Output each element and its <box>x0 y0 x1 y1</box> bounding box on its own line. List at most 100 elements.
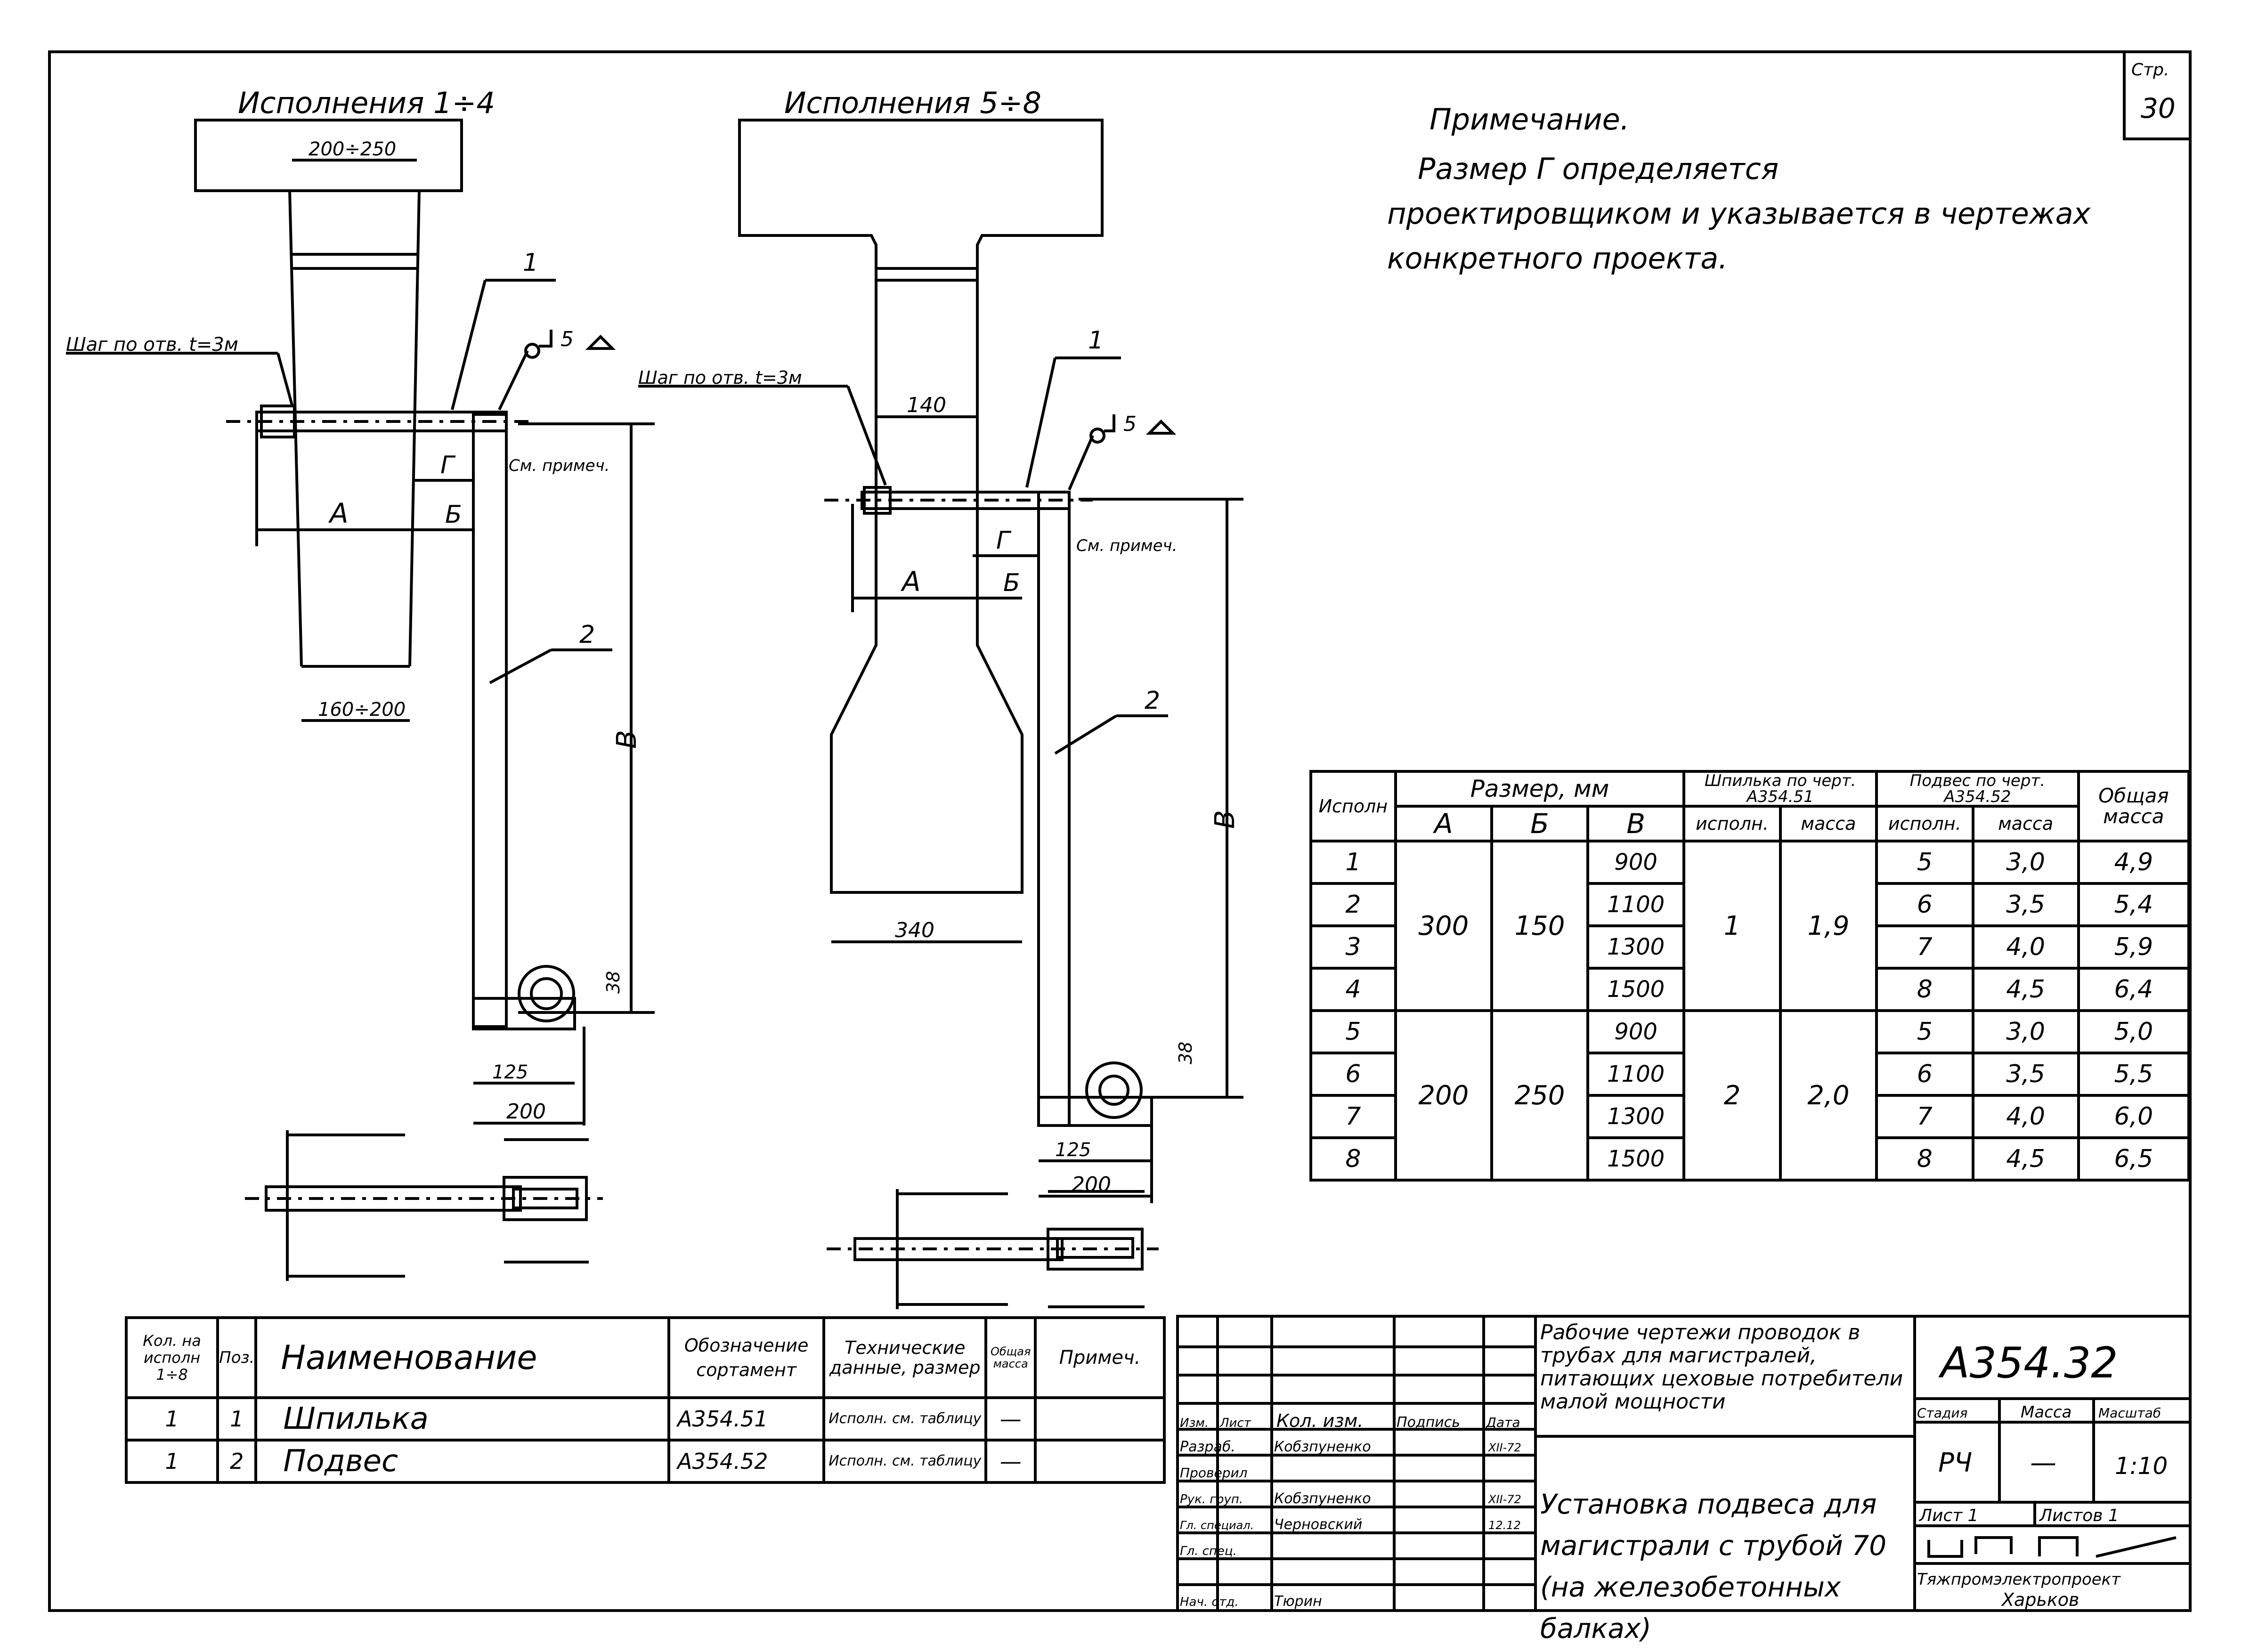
row-h-isp: 5 <box>1875 1009 1974 1054</box>
tb-h-scale: Масштаб <box>2098 1405 2161 1421</box>
tb-role-5: Гл. спец. <box>1180 1544 1237 1558</box>
note-line2: проектировщиком и указывается в чертежах <box>1387 196 2091 231</box>
tb-role-2: Проверил <box>1180 1465 1248 1481</box>
right-pos1-label: 1 <box>1088 326 1104 355</box>
row-total: 6,0 <box>2077 1094 2191 1139</box>
row-h-isp: 8 <box>1875 1136 1974 1182</box>
note-line3: конкретного проекта. <box>1387 241 1728 275</box>
size-table-h-b: Б <box>1490 805 1589 842</box>
left-weld-label: 5 <box>560 327 574 351</box>
left-dim-g: Г <box>440 451 456 479</box>
size-table-h-stud-isp: исполн. <box>1682 805 1782 842</box>
spec-h-tech: Технические данные, размер <box>822 1316 988 1399</box>
group2-stud-isp: 2 <box>1682 1009 1782 1182</box>
right-weld-label: 5 <box>1123 412 1137 436</box>
tb-org-line1: Тяжпромэлектропроект <box>1917 1570 2121 1589</box>
row-h-isp: 8 <box>1875 967 1974 1012</box>
row-isp: 6 <box>1309 1052 1397 1097</box>
tb-sheets: Листов 1 <box>2039 1506 2119 1525</box>
left-pitch-label: Шаг по отв. t=3м <box>66 334 238 356</box>
size-table-h-total: Общая масса <box>2077 770 2191 842</box>
tb-h-izm: Изм. <box>1180 1416 1209 1430</box>
row-isp: 3 <box>1309 924 1397 970</box>
size-table-h-a: А <box>1394 805 1493 842</box>
spec-mass: — <box>984 1439 1037 1484</box>
row-h-mass: 3,0 <box>1971 1009 2080 1054</box>
row-total: 6,5 <box>2077 1136 2191 1182</box>
table-row: 4 1500 8 4,5 6,4 <box>1309 967 2191 1012</box>
right-dim-v: В <box>1209 810 1241 829</box>
tb-h-stage: Стадия <box>1917 1405 1967 1421</box>
spec-pos: 1 <box>216 1396 258 1441</box>
tb-name-1: Кобзпуненко <box>1274 1439 1371 1455</box>
tb-scale: 1:10 <box>2115 1452 2168 1480</box>
group2-stud-mass: 2,0 <box>1779 1009 1878 1182</box>
size-table-h-stud-mass: масса <box>1779 805 1878 842</box>
spec-note <box>1034 1439 1166 1484</box>
tb-h-mass: Масса <box>2021 1403 2071 1422</box>
row-isp: 5 <box>1309 1009 1397 1054</box>
left-dim-200: 200 <box>506 1100 546 1124</box>
tb-role-4: Гл. специал. <box>1180 1519 1254 1532</box>
right-view-geometry <box>638 119 1243 1309</box>
tb-name-3: Кобзпуненко <box>1274 1490 1371 1507</box>
row-v: 1100 <box>1586 882 1686 927</box>
size-table-h-stud: Шпилька по черт. А354.51 <box>1682 770 1878 808</box>
left-dim-bottom: 160÷200 <box>318 699 406 721</box>
table-row: 1 300 150 900 1 1,9 5 3,0 4,9 <box>1309 840 2191 1012</box>
page-number-box <box>2123 50 2192 140</box>
row-v: 1500 <box>1586 967 1686 1012</box>
left-view-geometry <box>66 119 655 1281</box>
tb-name-4: Черновский <box>1274 1516 1362 1533</box>
drawing-frame <box>48 50 2192 1612</box>
row-h-isp: 6 <box>1875 1052 1974 1097</box>
table-row: 3 1300 7 4,0 5,9 <box>1309 924 2191 970</box>
row-v: 1300 <box>1586 924 1686 970</box>
row-total: 6,4 <box>2077 967 2191 1012</box>
spec-h-qty: Кол. на исполн 1÷8 <box>124 1316 219 1399</box>
right-pitch-label: Шаг по отв. t=3м <box>638 367 802 388</box>
spec-table: Кол. на исполн 1÷8 Поз. Наименование Обо… <box>124 1316 1166 1484</box>
spec-name: Подвес <box>254 1439 671 1484</box>
group1-stud-isp: 1 <box>1682 840 1782 1012</box>
spec-designation: А354.52 <box>667 1439 826 1484</box>
group1-b: 150 <box>1490 840 1589 1012</box>
row-total: 5,5 <box>2077 1052 2191 1097</box>
row-h-mass: 3,5 <box>1971 1052 2080 1097</box>
table-row: 8 1500 8 4,5 6,5 <box>1309 1136 2191 1182</box>
row-h-mass: 3,0 <box>1971 840 2080 885</box>
tb-mass: — <box>2030 1448 2056 1478</box>
group1-stud-mass: 1,9 <box>1779 840 1878 1012</box>
right-view-title: Исполнения 5÷8 <box>784 86 1041 120</box>
tb-date-4: 12.12 <box>1488 1519 1521 1532</box>
size-table: Исполн Размер, мм Шпилька по черт. А354.… <box>1309 770 2191 1182</box>
tb-drawing-number: А354.32 <box>1938 1338 2118 1388</box>
right-dim-b: Б <box>1003 569 1020 597</box>
row-v: 1300 <box>1586 1094 1686 1139</box>
tb-name-6: Тюрин <box>1274 1593 1322 1610</box>
row-total: 5,9 <box>2077 924 2191 970</box>
left-dim-v: В <box>610 730 642 749</box>
spec-h-note: Примеч. <box>1034 1316 1166 1399</box>
row-h-mass: 4,5 <box>1971 967 2080 1012</box>
tb-stage: РЧ <box>1938 1448 1972 1478</box>
tb-role-3: Рук. груп. <box>1180 1492 1243 1506</box>
spec-h-name: Наименование <box>254 1316 671 1399</box>
left-view-title: Исполнения 1÷4 <box>238 86 495 120</box>
left-pos1-label: 1 <box>523 249 538 277</box>
tb-sheet-title: Установка подвеса для магистрали с трубо… <box>1540 1488 1887 1644</box>
left-dim-125: 125 <box>492 1061 528 1083</box>
tb-date-3: XII-72 <box>1487 1493 1521 1506</box>
row-isp: 2 <box>1309 882 1397 927</box>
left-see-note: См. примеч. <box>509 456 609 475</box>
right-dim-g: Г <box>996 526 1012 555</box>
table-row: 2 1100 6 3,5 5,4 <box>1309 882 2191 927</box>
size-table-h-hanger-isp: исполн. <box>1875 805 1974 842</box>
right-dim-38: 38 <box>1175 1042 1196 1064</box>
tb-sheet: Лист 1 <box>1918 1506 1979 1525</box>
row-isp: 4 <box>1309 967 1397 1012</box>
row-v: 1100 <box>1586 1052 1686 1097</box>
spec-h-mass: Общая масса <box>984 1316 1037 1399</box>
row-isp: 7 <box>1309 1094 1397 1139</box>
